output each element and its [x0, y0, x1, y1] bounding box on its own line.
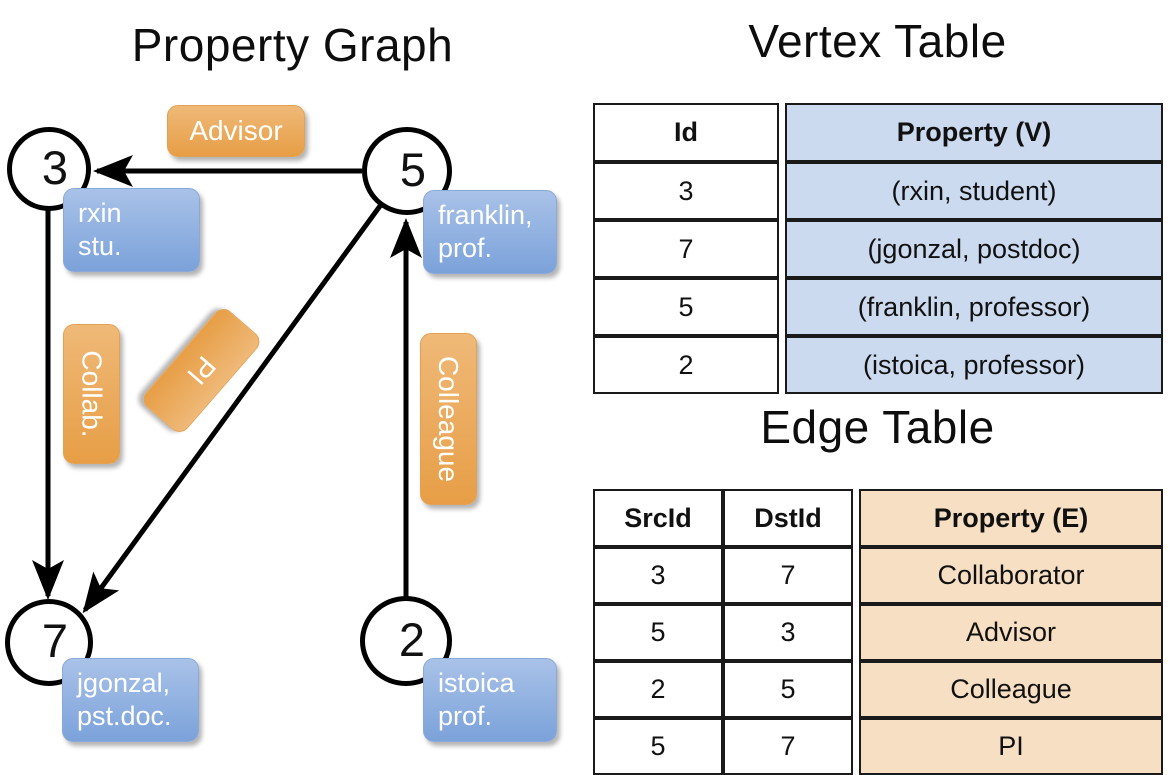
- vertex-callout-7-line1: jgonzal,: [77, 668, 171, 699]
- vertex-callout-3: rxin stu.: [63, 188, 200, 272]
- vertex-row-0-id: 3: [593, 162, 779, 220]
- vertex-row-1-property: (jgonzal, postdoc): [785, 220, 1163, 278]
- vertex-table-header-id: Id: [593, 103, 779, 162]
- table-row[interactable]: 3 7 Collaborator: [593, 547, 1163, 604]
- vertex-table-header-property: Property (V): [785, 103, 1163, 162]
- edge-row-0-dst: 7: [723, 547, 853, 604]
- edge-row-0-property: Collaborator: [859, 547, 1163, 604]
- vertex-row-0-property: (rxin, student): [785, 162, 1163, 220]
- edge-row-2-src: 2: [593, 661, 723, 718]
- vertex-row-2-id: 5: [593, 278, 779, 336]
- edge-table-header-property: Property (E): [859, 489, 1163, 547]
- vertex-row-3-id: 2: [593, 336, 779, 394]
- table-row[interactable]: 2 (istoica, professor): [593, 336, 1163, 394]
- edge-row-1-dst: 3: [723, 604, 853, 661]
- vertex-row-3-property: (istoica, professor): [785, 336, 1163, 394]
- edge-callout-collab-label: Collab.: [76, 350, 108, 438]
- edge-table: SrcId DstId Property (E) 3 7 Collaborato…: [593, 489, 1163, 775]
- vertex-table-header-row: Id Property (V): [593, 103, 1163, 162]
- graph-edges-svg: [32, 155, 422, 614]
- graph-node-7-id: 7: [41, 614, 69, 667]
- vertex-callout-5-line1: franklin,: [438, 200, 533, 231]
- edge-table-header-srcid: SrcId: [593, 489, 723, 547]
- graph-node-5-id: 5: [399, 142, 427, 196]
- vertex-callout-3-line1: rxin: [78, 198, 122, 229]
- vertex-callout-5: franklin, prof.: [423, 190, 557, 274]
- edge-table-header-dstid: DstId: [723, 489, 853, 547]
- edge-callout-pi-label: PI: [181, 350, 223, 391]
- table-row[interactable]: 5 3 Advisor: [593, 604, 1163, 661]
- edge-row-0-src: 3: [593, 547, 723, 604]
- vertex-row-2-property: (franklin, professor): [785, 278, 1163, 336]
- graph-node-3-id: 3: [41, 140, 69, 194]
- edge-row-1-property: Advisor: [859, 604, 1163, 661]
- table-row[interactable]: 5 7 PI: [593, 718, 1163, 775]
- table-row[interactable]: 7 (jgonzal, postdoc): [593, 220, 1163, 278]
- vertex-callout-2: istoica prof.: [423, 658, 557, 742]
- vertex-callout-7-line2: pst.doc.: [77, 701, 172, 731]
- edge-table-header-row: SrcId DstId Property (E): [593, 489, 1163, 547]
- graph-node-5[interactable]: 5: [362, 127, 452, 215]
- edge-table-title: Edge Table: [760, 401, 995, 453]
- edge-row-3-src: 5: [593, 718, 723, 775]
- edge-5-to-7: [82, 204, 383, 614]
- edge-callout-advisor-label: Advisor: [189, 115, 283, 146]
- vertex-table-title: Vertex Table: [748, 15, 1007, 67]
- graph-node-2[interactable]: 2: [360, 596, 452, 686]
- edge-row-2-property: Colleague: [859, 661, 1163, 718]
- edge-callout-colleague-label: Colleague: [433, 355, 465, 483]
- table-row[interactable]: 3 (rxin, student): [593, 162, 1163, 220]
- edge-row-1-src: 5: [593, 604, 723, 661]
- edge-row-3-dst: 7: [723, 718, 853, 775]
- vertex-callout-3-line2: stu.: [78, 231, 122, 261]
- vertex-callout-2-line1: istoica: [438, 668, 515, 699]
- edge-callout-collab: Collab.: [63, 324, 120, 464]
- vertex-callout-2-line2: prof.: [438, 701, 493, 731]
- vertex-table: Id Property (V) 3 (rxin, student) 7 (jgo…: [593, 103, 1163, 394]
- edge-callout-advisor: Advisor: [167, 105, 305, 157]
- edge-row-3-property: PI: [859, 718, 1163, 775]
- property-graph-title: Property Graph: [131, 19, 454, 71]
- vertex-row-1-id: 7: [593, 220, 779, 278]
- graph-node-2-id: 2: [398, 612, 426, 666]
- property-graph-panel: Property Graph 3 5 7 2: [0, 0, 585, 760]
- edge-callout-colleague: Colleague: [420, 333, 477, 505]
- table-row[interactable]: 2 5 Colleague: [593, 661, 1163, 718]
- vertex-callout-5-line2: prof.: [438, 233, 493, 263]
- table-row[interactable]: 5 (franklin, professor): [593, 278, 1163, 336]
- vertex-callout-7: jgonzal, pst.doc.: [62, 658, 199, 742]
- edge-row-2-dst: 5: [723, 661, 853, 718]
